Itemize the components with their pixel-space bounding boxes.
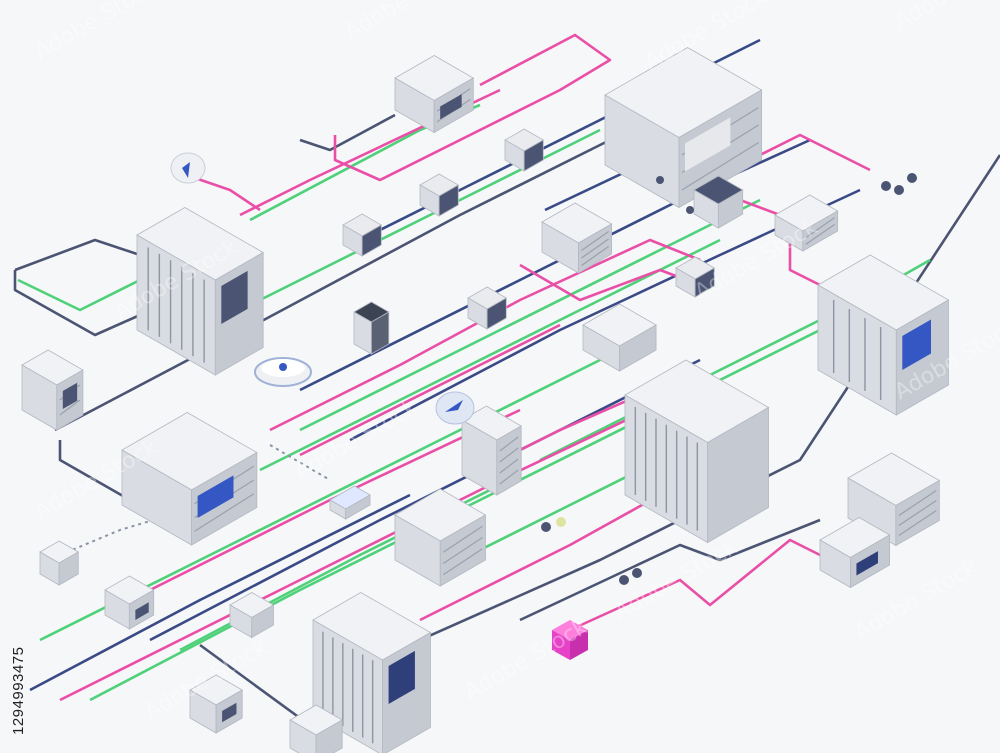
router-badge-icon bbox=[279, 363, 287, 371]
connector-icon bbox=[619, 575, 629, 585]
small-node bbox=[354, 302, 389, 354]
connector-icon bbox=[632, 568, 642, 578]
connector-icon bbox=[881, 181, 891, 191]
connector-icon bbox=[686, 206, 694, 214]
connector-icon bbox=[541, 522, 551, 532]
connector-icon bbox=[894, 185, 904, 195]
connector-icon bbox=[656, 176, 664, 184]
connector-icon bbox=[907, 173, 917, 183]
connector-icon bbox=[556, 517, 566, 527]
stock-id-label: 1294993475 bbox=[10, 647, 27, 735]
